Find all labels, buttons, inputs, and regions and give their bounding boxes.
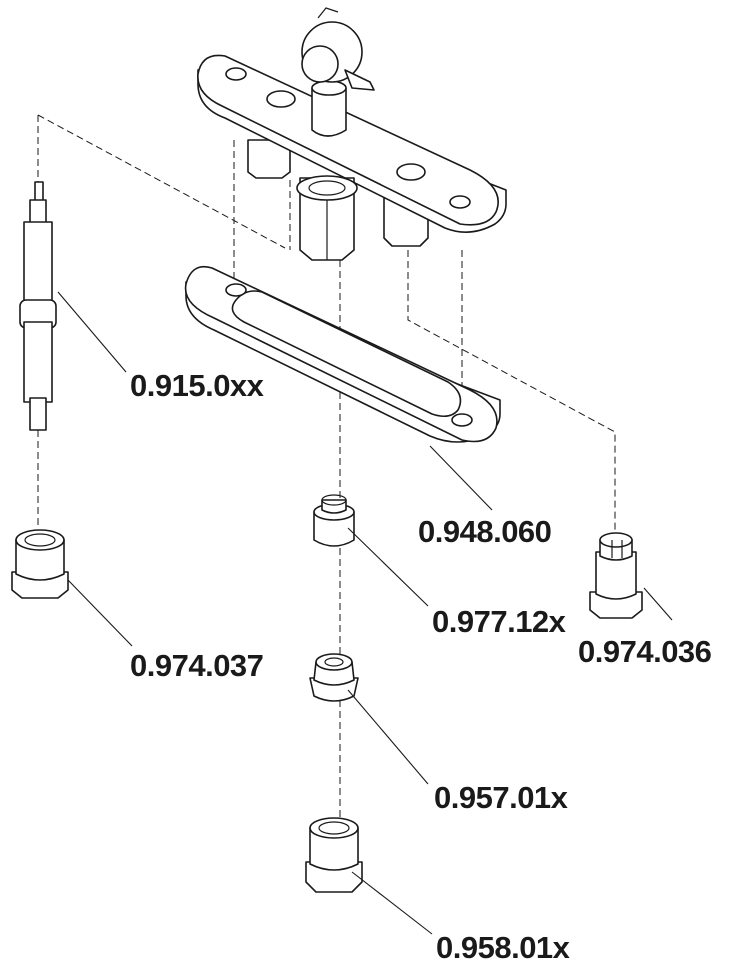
label-ferrule: 0.957.01x xyxy=(434,780,569,815)
compression-fitting xyxy=(305,817,363,893)
label-thermocouple-nut: 0.974.036 xyxy=(578,634,712,669)
leader-lines xyxy=(57,291,673,935)
electrode-nut xyxy=(11,529,69,599)
label-sleeve: 0.977.12x xyxy=(432,604,567,639)
label-electrode: 0.915.0xx xyxy=(130,368,265,403)
label-fitting: 0.958.01x xyxy=(436,930,571,965)
ignition-electrode xyxy=(19,181,57,431)
plate-hole xyxy=(396,163,426,181)
thermocouple-nut xyxy=(589,532,643,619)
ferrule xyxy=(309,653,359,702)
plate-hole xyxy=(266,90,296,108)
gasket xyxy=(184,265,501,443)
sleeve xyxy=(313,494,355,547)
label-electrode-nut: 0.974.037 xyxy=(130,648,263,683)
assembly-guide-lines xyxy=(37,114,616,820)
plate-hole xyxy=(449,195,471,209)
label-gasket: 0.948.060 xyxy=(418,514,551,549)
burner-mounting-plate xyxy=(197,7,507,261)
plate-hole xyxy=(225,67,247,81)
